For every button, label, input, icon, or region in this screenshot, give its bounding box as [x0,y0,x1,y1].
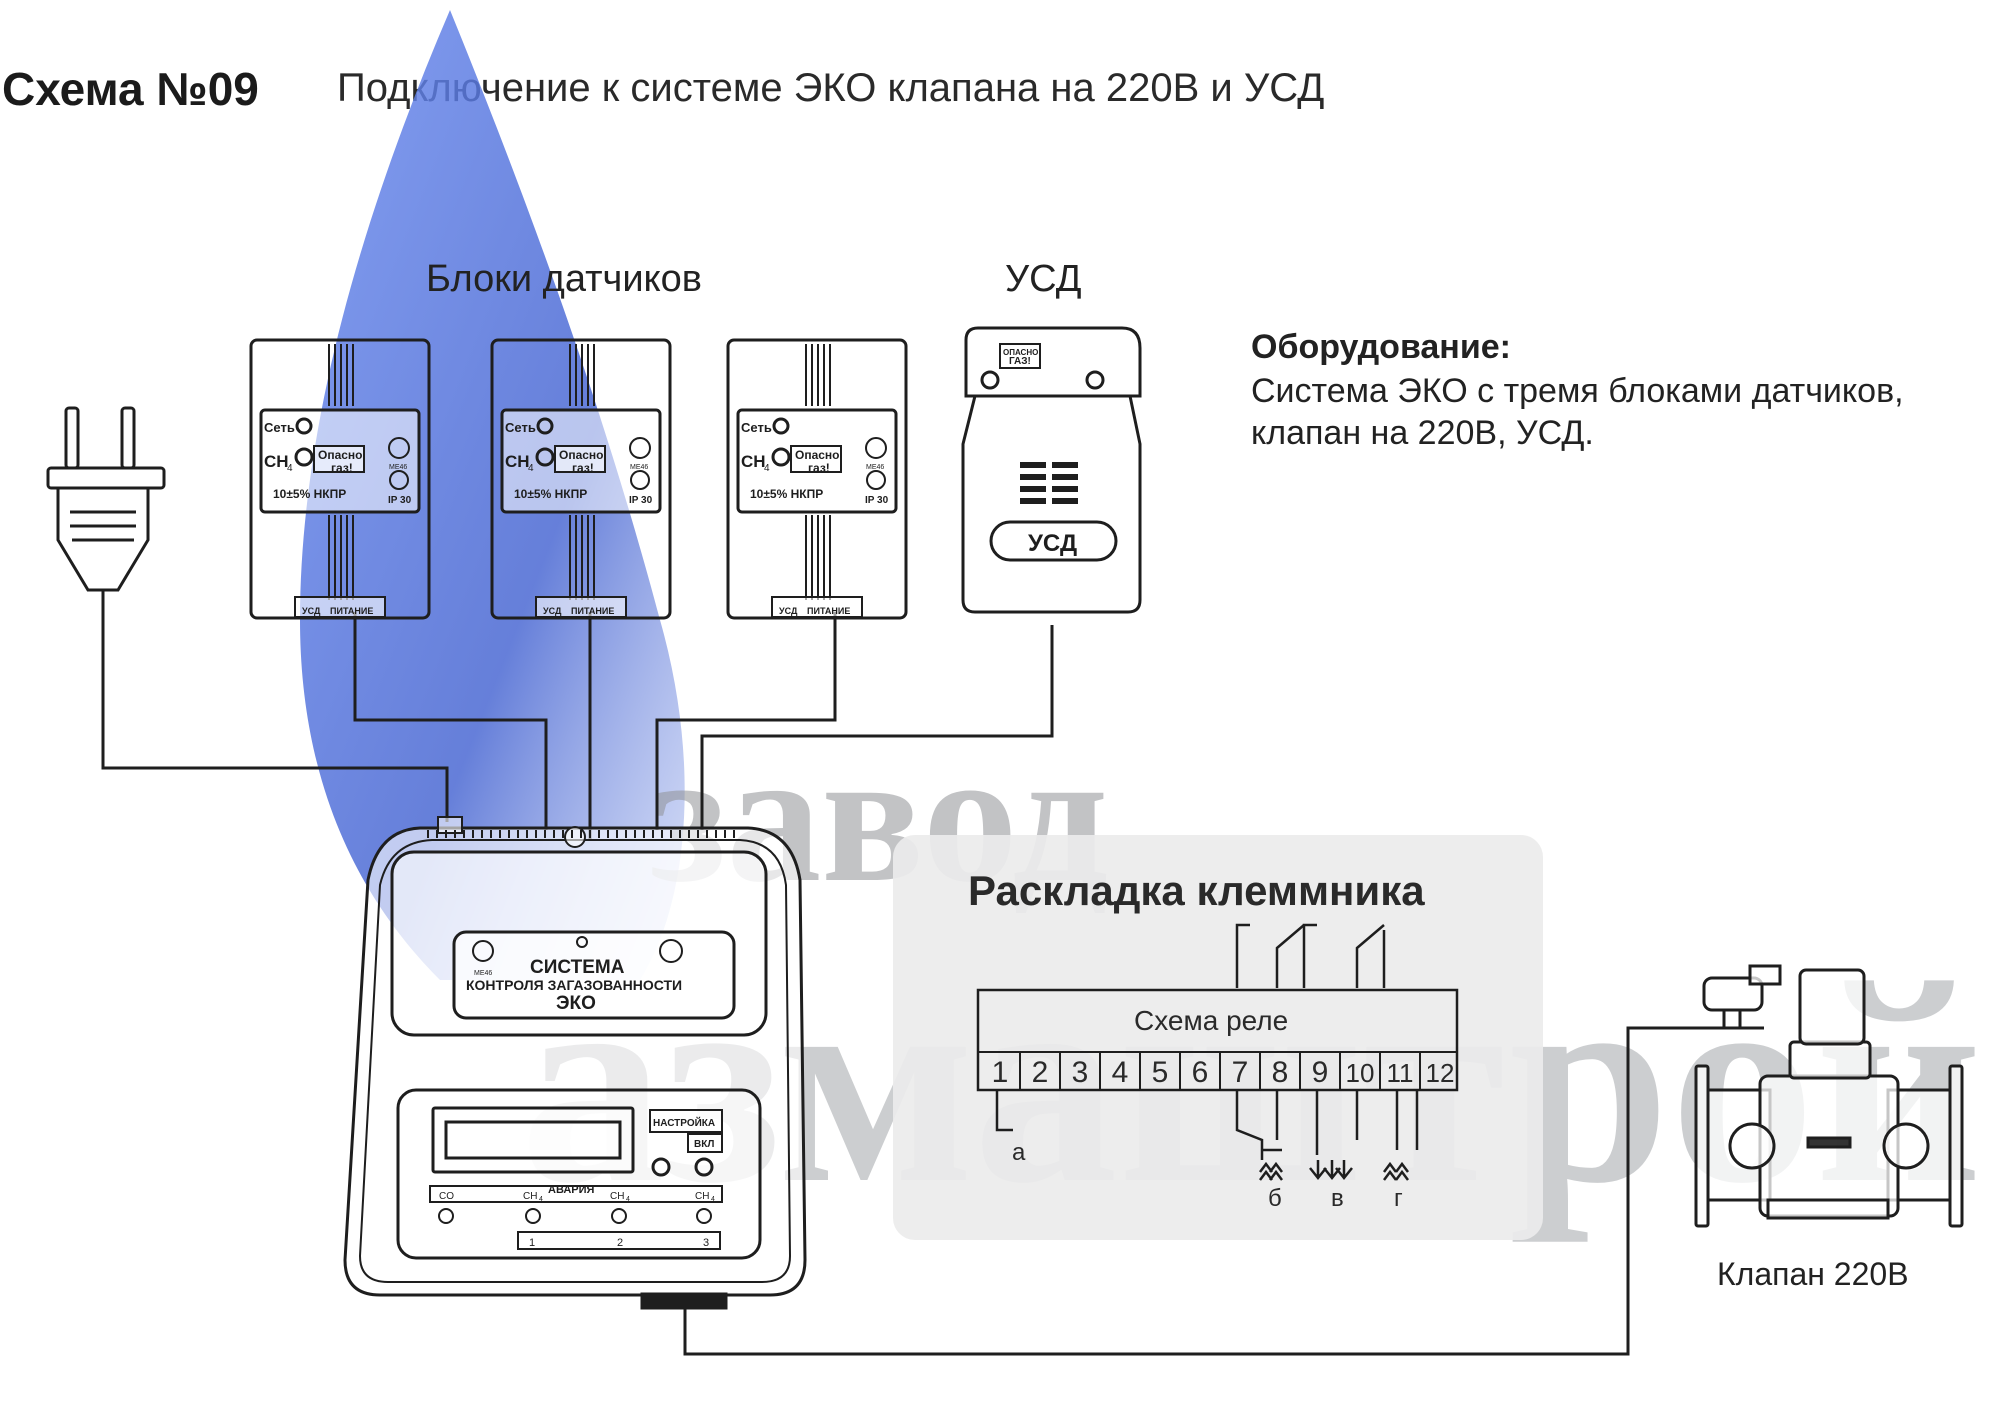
controller-alarm-label: АВАРИЯ [548,1184,595,1196]
equipment-line-2: клапан на 220В, УСД. [1251,414,1594,452]
sensor-3-range: 10±5% НКПР [750,487,823,501]
sensor-2-danger-2: газ! [572,461,594,475]
controller-on-button: ВКЛ [694,1139,714,1150]
terminal-number-12: 12 [1426,1058,1455,1088]
power-plug [46,406,166,592]
sensor-2-port-usd: УСД [543,606,562,616]
sensor-1-network-label: Сеть [264,420,295,435]
sensor-2-port-power: ПИТАНИЕ [571,606,614,616]
controller-led-ch4-3-sub: 4 [711,1196,715,1203]
controller-settings-button: НАСТРОЙКА [653,1116,715,1129]
sensor-3-gas-sub: 4 [764,463,770,474]
usd-speaker-grille [1020,462,1078,504]
terminal-arrows [1259,1160,1409,1181]
terminal-layout-panel [893,835,1543,1240]
terminal-letter-b: б [1268,1185,1282,1212]
sensor-3-network-label: Сеть [741,420,772,435]
terminal-strip [976,923,1459,1160]
terminal-number-9: 9 [1312,1056,1329,1089]
sensor-1-gas-label: CH [264,452,289,471]
terminal-letter-v: в [1331,1185,1344,1212]
scheme-number: Схема №09 [2,63,259,115]
sensor-1-danger-2: газ! [331,461,353,475]
terminal-number-5: 5 [1152,1056,1169,1089]
sensor-3-port-power: ПИТАНИЕ [807,606,850,616]
controller-led-co: CO [439,1191,454,1202]
terminal-number-4: 4 [1112,1056,1129,1089]
terminal-letter-a: а [1012,1139,1026,1166]
sensor-2-range: 10±5% НКПР [514,487,587,501]
valve-label: Клапан 220В [1717,1256,1909,1292]
terminal-number-1: 1 [992,1056,1009,1089]
terminal-number-7: 7 [1232,1056,1249,1089]
equipment-line-1: Система ЭКО с тремя блоками датчиков, [1251,372,1904,410]
controller-model: ЭКО [556,993,596,1014]
valve-220v [1694,964,1964,1228]
controller-led-ch4-2-sub: 4 [626,1196,630,1203]
controller-led-ch4-1-sub: 4 [539,1196,543,1203]
terminal-number-11: 11 [1387,1058,1414,1088]
sensor-1-range: 10±5% НКПР [273,487,346,501]
usd-label: УСД [1005,258,1082,300]
controller-cert: МЕ46 [474,970,492,977]
sensor-2-gas-label: CH [505,452,530,471]
usd-device [961,326,1142,614]
controller-channel-1: 1 [529,1237,535,1249]
terminal-number-2: 2 [1032,1056,1049,1089]
terminal-number-10: 10 [1346,1058,1375,1088]
sensor-3-danger-1: Опасно [795,448,840,462]
controller-led-ch4-1: CH [523,1191,537,1202]
sensor-2-ip: IP 30 [629,495,653,506]
sensor-1-port-usd: УСД [302,606,321,616]
sensor-3-ip: IP 30 [865,495,889,506]
controller-vent-ticks [427,830,735,838]
sensor-2-gas-sub: 4 [528,463,534,474]
scheme-title: Подключение к системе ЭКО клапана на 220… [337,66,1325,110]
equipment-heading: Оборудование: [1251,328,1511,366]
sensor-2-danger-1: Опасно [559,448,604,462]
terminal-number-6: 6 [1192,1056,1209,1089]
relay-scheme-label: Схема реле [1134,1005,1288,1036]
terminal-letter-g: г [1394,1185,1403,1212]
sensor-3-gas-label: CH [741,452,766,471]
controller-channel-3: 3 [703,1237,709,1249]
controller-channel-2: 2 [617,1237,623,1249]
sensor-3-port-usd: УСД [779,606,798,616]
sensor-1-port-power: ПИТАНИЕ [330,606,373,616]
sensor-1-gas-sub: 4 [287,463,293,474]
terminal-separators [978,1051,1457,1090]
sensor-1-cert: МЕ46 [389,464,407,471]
eco-controller [343,816,807,1310]
terminal-layout-title: Раскладка клеммника [968,867,1425,914]
sensor-2-cert: МЕ46 [630,464,648,471]
usd-warning-2: ГАЗ! [1009,356,1031,367]
wires [101,590,1764,1356]
sensor-blocks-label: Блоки датчиков [426,258,702,300]
usd-warning-1: ОПАСНО [1003,348,1038,357]
sensor-1-ip: IP 30 [388,495,412,506]
sensor-1-danger-1: Опасно [318,448,363,462]
sensor-2-network-label: Сеть [505,420,536,435]
sensor-3-danger-2: газ! [808,461,830,475]
sensor-block-3 [726,338,908,620]
controller-led-ch4-2: CH [610,1191,624,1202]
terminal-number-3: 3 [1072,1056,1089,1089]
usd-button-label: УСД [1028,530,1077,557]
controller-subtitle: КОНТРОЛЯ ЗАГАЗОВАННОСТИ [466,977,682,993]
sensor-3-cert: МЕ46 [866,464,884,471]
controller-led-ch4-3: CH [695,1191,709,1202]
terminal-number-8: 8 [1272,1056,1289,1089]
controller-brand: СИСТЕМА [530,957,625,978]
